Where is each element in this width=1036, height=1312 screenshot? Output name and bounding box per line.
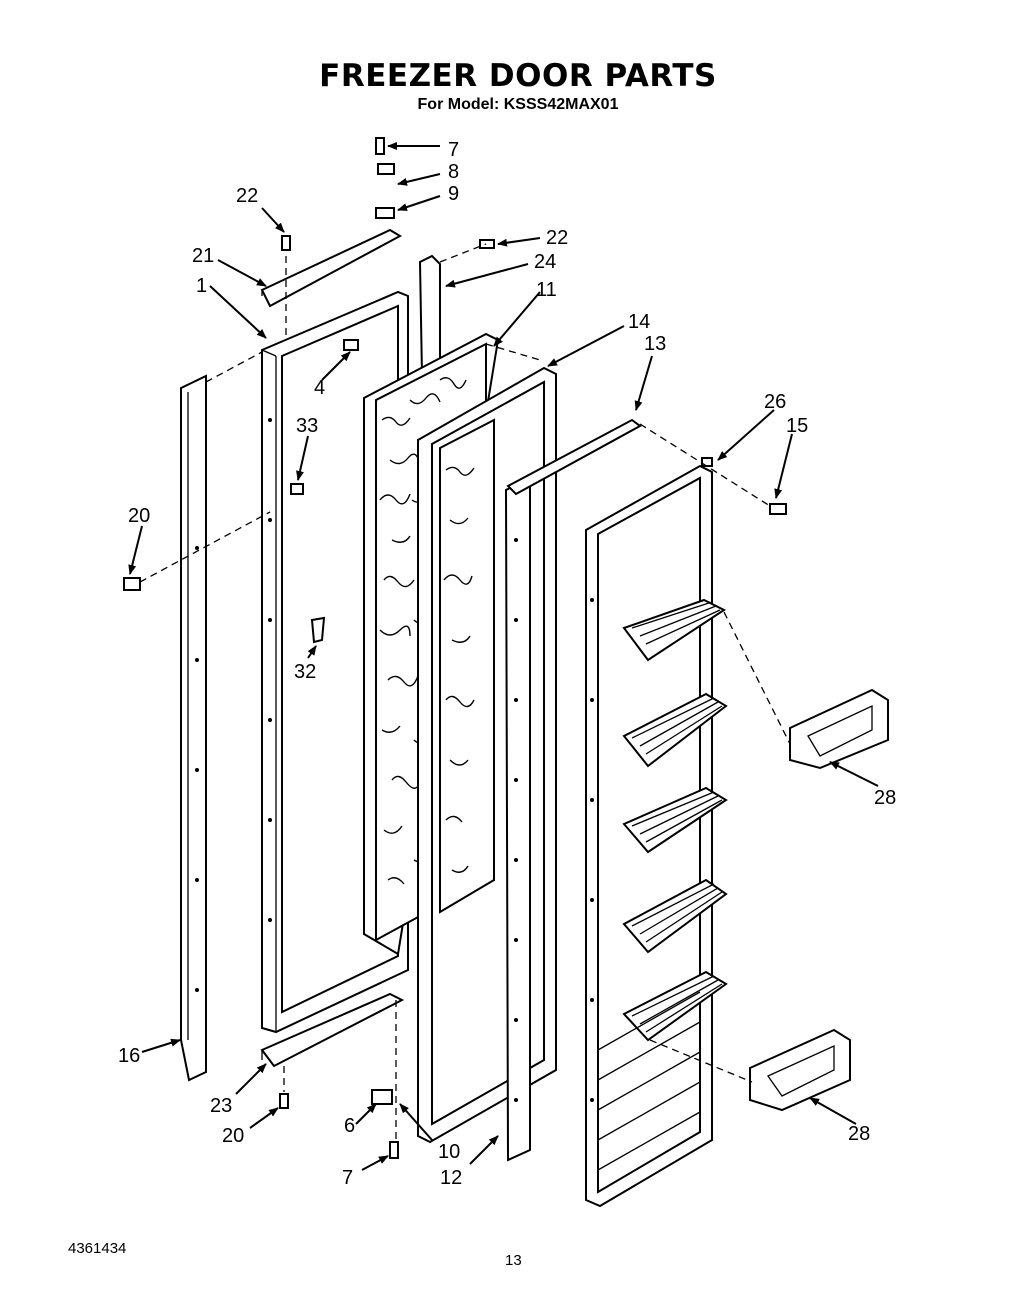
callout-9: 9 [448,183,459,205]
callout-23: 23 [210,1095,232,1117]
part-4-clip [343,339,359,351]
callout-11: 11 [536,279,557,301]
part-21-top-bracket [260,228,403,308]
callout-20-bottom: 20 [222,1125,244,1147]
part-6-hinge-plate [371,1089,393,1105]
callout-6: 6 [344,1115,355,1137]
callout-10: 10 [438,1141,460,1163]
model-subtitle: For Model: KSSS42MAX01 [417,96,619,113]
callout-26: 26 [764,391,786,413]
callout-22-left: 22 [236,185,258,207]
document-number: 4361434 [68,1240,127,1257]
part-33-clip [290,483,304,495]
callout-21: 21 [192,245,214,267]
page-number: 13 [505,1252,522,1269]
part-20-screw-side [123,577,141,591]
callout-15: 15 [786,415,808,437]
leader-lines [128,142,879,1171]
door-shelf-4 [622,878,728,954]
page-title: FREEZER DOOR PARTS [319,58,717,94]
alignment-lines [139,243,791,1140]
callout-13: 13 [644,333,666,355]
part-20-screw-bottom [279,1093,289,1109]
part-8-hinge-pin [377,163,395,175]
part-28-door-bin-lower [749,1028,851,1112]
callout-12: 12 [440,1167,462,1189]
callout-1: 1 [196,275,207,297]
callout-28-upper: 28 [874,787,896,809]
door-shelf-1 [622,598,726,662]
callout-32: 32 [294,661,316,683]
callout-28-lower: 28 [848,1123,870,1145]
part-23-bottom-bracket [260,992,405,1068]
callout-8: 8 [448,161,459,183]
part-7-screw-top [375,137,385,155]
part-15-screw [769,503,787,515]
part-32-bumper [310,616,326,644]
part-22-screw-right [479,239,495,249]
part-16-trim-strip [180,374,207,1082]
hinge-hardware-top [281,137,495,251]
callout-20-side: 20 [128,505,150,527]
part-24-channel [418,254,441,378]
callout-33: 33 [296,415,318,437]
door-shelf-2 [622,692,728,768]
hinge-hardware-bottom [279,1089,399,1159]
callout-7-top: 7 [448,139,459,161]
part-9-hinge-plate [375,207,395,219]
callout-22-right: 22 [546,227,568,249]
part-7-screw-bottom [389,1141,399,1159]
callout-labels: 7 8 9 22 22 21 24 1 11 14 13 26 15 4 33 … [118,139,896,1189]
callout-7-bottom: 7 [342,1167,353,1189]
part-13-top-rail [506,418,642,496]
inner-door-liner [585,464,728,1208]
part-26-plug [701,457,713,467]
part-12-gasket [504,476,531,1162]
door-shelf-3 [622,786,728,854]
part-28-door-bin-upper [789,688,889,770]
callout-4: 4 [314,377,325,399]
callout-24: 24 [534,251,556,273]
part-22-screw-left [281,235,291,251]
callout-16: 16 [118,1045,140,1067]
callout-14: 14 [628,311,650,333]
